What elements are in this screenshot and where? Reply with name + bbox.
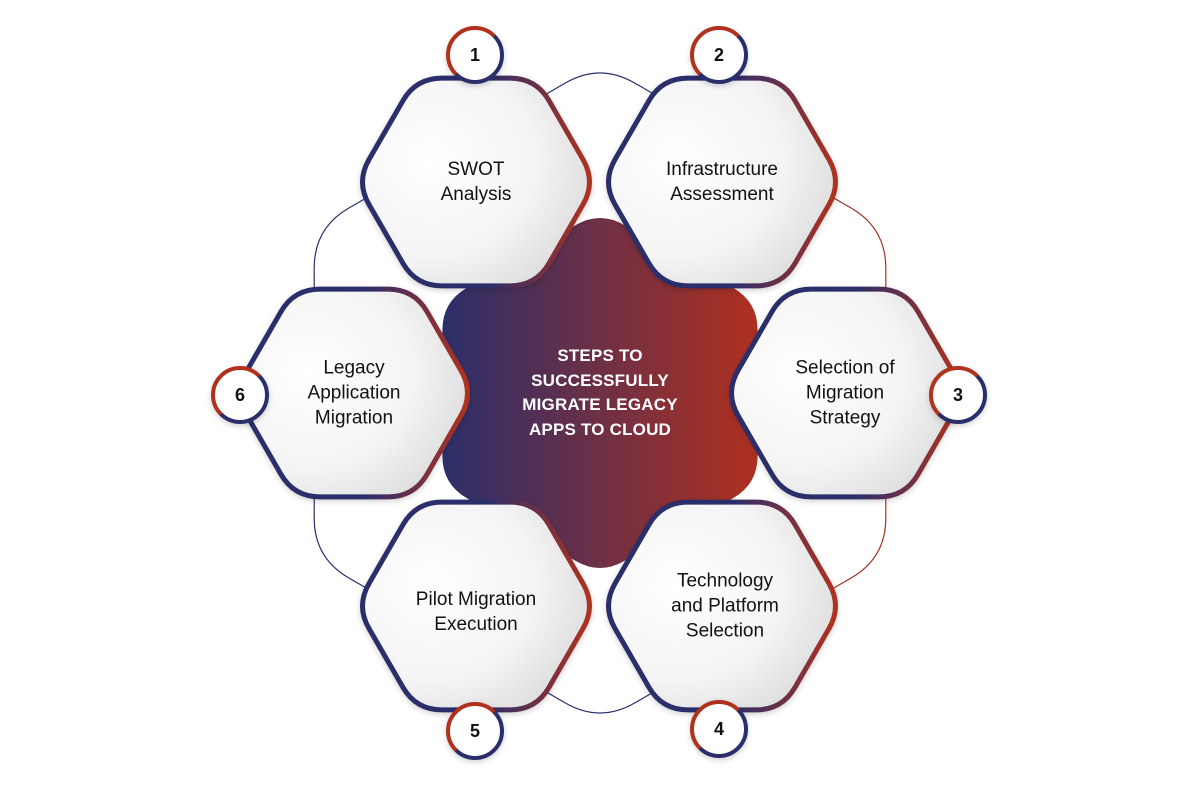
step-5-label: Pilot Migration Execution xyxy=(381,587,571,637)
step-6-label-line: Application xyxy=(307,382,401,404)
step-5-hexagon xyxy=(360,499,592,713)
step-2-number: 2 xyxy=(713,45,724,65)
step-2-label-line: Infrastructure xyxy=(666,159,778,180)
step-6-badge xyxy=(211,366,269,424)
step-4-badge xyxy=(690,700,748,758)
step-3-hexagon xyxy=(729,286,961,500)
step-2-badge xyxy=(690,26,748,84)
step-hexagons xyxy=(238,75,961,713)
step-6-label-line: Legacy xyxy=(323,357,385,379)
step-3-badge xyxy=(929,366,987,424)
step-5-label-line: Pilot Migration xyxy=(415,589,537,610)
center-title: STEPS TO SUCCESSFULLY MIGRATE LEGACY APP… xyxy=(505,344,695,442)
step-5-label-line: Execution xyxy=(434,614,518,635)
step-4-number: 4 xyxy=(713,719,724,739)
step-2-label: Infrastructure Assessment xyxy=(627,157,817,207)
step-6-label-line: Migration xyxy=(314,407,394,429)
step-5-badge xyxy=(446,702,504,760)
step-4-hexagon xyxy=(606,499,838,713)
step-3-label-line: Migration xyxy=(805,382,885,404)
step-1-number: 1 xyxy=(469,45,480,65)
step-6-label: Legacy Application Migration xyxy=(259,356,449,431)
step-2-label-line: Assessment xyxy=(670,184,774,205)
step-1-badge xyxy=(446,26,504,84)
step-1-hexagon xyxy=(360,75,592,289)
step-1-label-line: SWOT xyxy=(447,159,505,180)
step-3-number: 3 xyxy=(952,385,963,405)
step-2-hexagon xyxy=(606,75,838,289)
center-title-line: APPS TO CLOUD xyxy=(528,419,672,439)
center-title-line: MIGRATE LEGACY xyxy=(522,395,678,414)
center-title-line: STEPS TO xyxy=(557,346,643,365)
step-3-label-line: Strategy xyxy=(809,407,881,429)
step-4-label-line: Technology xyxy=(676,570,774,592)
step-1-label: SWOT Analysis xyxy=(381,157,571,207)
step-4-label: Technology and Platform Selection xyxy=(630,569,820,644)
center-hexagon xyxy=(442,218,758,568)
step-4-label-line: Selection xyxy=(685,620,765,642)
step-5-number: 5 xyxy=(469,721,480,741)
step-6-number: 6 xyxy=(234,385,245,405)
background-outline xyxy=(313,72,887,714)
step-3-label: Selection of Migration Strategy xyxy=(750,356,940,431)
step-3-label-line: Selection of xyxy=(795,357,895,379)
step-badges xyxy=(211,26,987,760)
step-4-label-line: and Platform xyxy=(671,595,779,617)
center-title-line: SUCCESSFULLY xyxy=(531,370,669,390)
outline-hexagon xyxy=(313,72,887,714)
step-1-label-line: Analysis xyxy=(440,184,512,205)
